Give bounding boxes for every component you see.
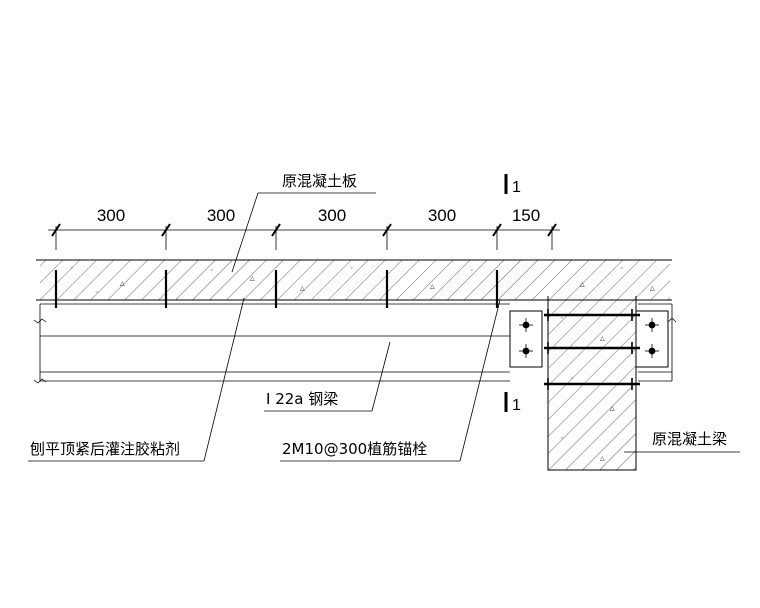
steel-beam: [33, 303, 677, 384]
svg-text:◦: ◦: [570, 375, 574, 382]
dim-label-1: 300: [97, 206, 125, 225]
dim-label-2: 300: [207, 206, 235, 225]
leader-grout: [28, 297, 245, 462]
svg-text:△: △: [250, 275, 255, 282]
beam-through-bolts: [544, 309, 640, 390]
dim-label-4: 300: [428, 206, 456, 225]
dim-label-3: 300: [318, 206, 346, 225]
section-mark-bottom-label: 1: [512, 397, 521, 414]
label-steel-beam: I 22a 钢梁: [266, 390, 338, 408]
label-concrete-beam: 原混凝土梁: [652, 430, 727, 448]
svg-text:△: △: [120, 280, 125, 287]
svg-text:◦: ◦: [620, 265, 624, 272]
svg-text:△: △: [300, 285, 305, 292]
svg-text:△: △: [430, 283, 435, 290]
section-mark-top-label: 1: [512, 179, 521, 196]
end-plate-left: [509, 310, 543, 368]
svg-text:△: △: [580, 281, 585, 288]
svg-text:◦: ◦: [350, 265, 354, 272]
dimension-chain: 300 300 300 300 150: [48, 206, 560, 250]
concrete-slab: ◦ △ ◦ △ ◦ △ ◦ △ ◦ △ ◦ △: [36, 259, 672, 301]
svg-text:◦: ◦: [70, 265, 74, 272]
end-plate-right: [635, 310, 669, 368]
leader-slab: [231, 192, 376, 273]
svg-text:◦: ◦: [560, 315, 564, 322]
leader-anchor: [280, 299, 501, 462]
section-mark-top: 1: [504, 174, 521, 196]
svg-text:△: △: [600, 455, 605, 462]
svg-text:◦: ◦: [210, 267, 214, 274]
label-slab: 原混凝土板: [282, 172, 357, 190]
dim-label-5: 150: [512, 206, 540, 225]
label-anchor: 2M10@300植筋锚栓: [282, 440, 427, 458]
slab-anchors: [54, 270, 499, 308]
svg-text:△: △: [650, 285, 655, 292]
svg-text:◦: ◦: [470, 267, 474, 274]
svg-text:△: △: [610, 405, 615, 412]
svg-text:◦: ◦: [560, 435, 564, 442]
label-grout: 刨平顶紧后灌注胶粘剂: [30, 440, 180, 458]
svg-text:◦: ◦: [95, 289, 99, 296]
leader-beam: [264, 341, 391, 412]
section-mark-bottom: 1: [504, 392, 521, 414]
svg-text:△: △: [600, 335, 605, 342]
